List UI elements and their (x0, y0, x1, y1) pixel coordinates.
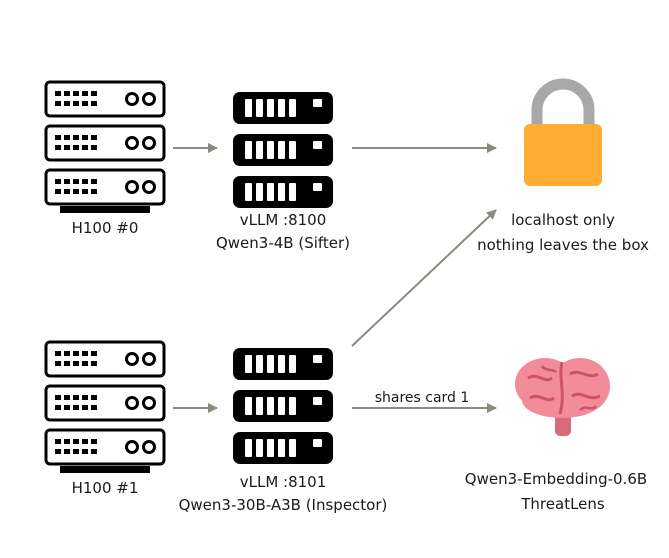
server-rack-icon (44, 80, 166, 213)
gpu1-label: H100 #1 (71, 479, 139, 497)
edge-vllm8101-to-lock (351, 209, 497, 347)
server-stack-icon (233, 348, 333, 464)
brain-icon (515, 358, 610, 436)
lock-caption-line2: nothing leaves the box (477, 236, 649, 254)
vllm8100-port: vLLM :8100 (239, 211, 327, 229)
server-rack-icon (44, 340, 166, 473)
gpu0-label: H100 #0 (71, 219, 139, 237)
padlock-icon (524, 78, 602, 186)
embedding-caption-line2: ThreatLens (521, 495, 605, 513)
vllm8101-model: Qwen3-30B-A3B (Inspector) (178, 496, 388, 514)
shares-card-edge-label: shares card 1 (374, 390, 470, 406)
embedding-caption-line1: Qwen3-Embedding-0.6B (464, 470, 648, 488)
lock-caption-line1: localhost only (511, 211, 615, 229)
vllm8101-port: vLLM :8101 (239, 473, 327, 491)
server-stack-icon (233, 92, 333, 208)
vllm8100-model: Qwen3-4B (Sifter) (215, 234, 351, 252)
